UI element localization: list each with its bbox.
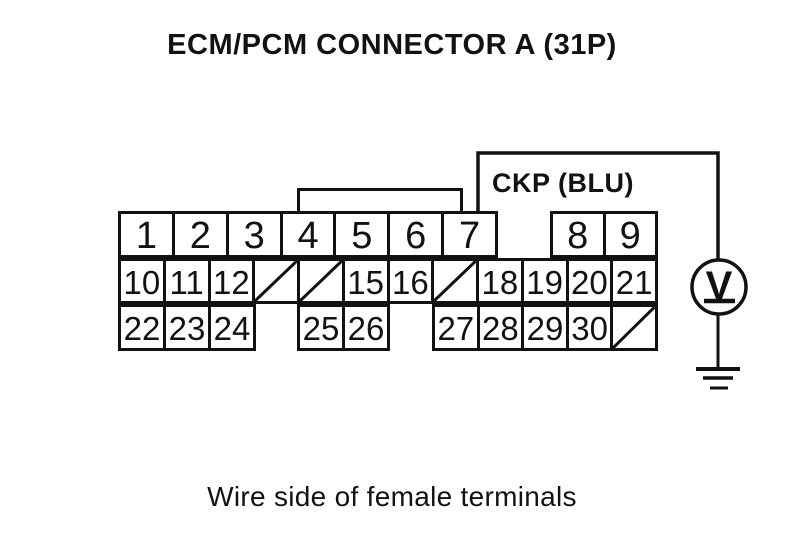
pin-cell-19: 19	[520, 261, 566, 301]
slash-icon	[613, 307, 655, 348]
blocked-cell	[610, 307, 655, 348]
blocked-cell	[431, 261, 476, 301]
pin-cell-28: 28	[476, 307, 522, 348]
pin-cell-11: 11	[162, 261, 208, 301]
ground-icon	[696, 367, 740, 390]
slash-icon	[255, 261, 297, 301]
pin-cell-6: 6	[387, 214, 441, 255]
voltmeter-icon	[690, 258, 748, 316]
pin-cell-3: 3	[225, 214, 280, 255]
pin-cell-27: 27	[437, 310, 475, 347]
voltmeter-symbol: V	[706, 264, 733, 308]
slash-icon	[300, 261, 342, 301]
pin-cell-18: 18	[476, 261, 521, 301]
pin-cell-4: 4	[279, 214, 334, 255]
pin-cell-16: 16	[386, 261, 432, 301]
pin-cell-5: 5	[333, 214, 387, 255]
pin-cell-22: 22	[123, 310, 161, 347]
pin-cell-23: 23	[163, 307, 208, 348]
pin-cell-25: 25	[302, 310, 340, 347]
pin-cell-2: 2	[171, 214, 226, 255]
pin-cell-20: 20	[565, 261, 611, 301]
pin-cell-7: 7	[441, 214, 495, 255]
pin-cell-15: 15	[341, 261, 387, 301]
wire-label-ckp: CKP (BLU)	[492, 168, 634, 198]
pin-cell-21: 21	[610, 261, 655, 301]
slash-icon	[434, 261, 476, 301]
pin-cell-8: 8	[567, 214, 589, 257]
blocked-cell	[297, 261, 342, 301]
diagram-caption: Wire side of female terminals	[207, 481, 577, 512]
connector-key-tab	[297, 188, 463, 214]
pin-cell-24: 24	[208, 307, 253, 348]
pin-cell-12: 12	[207, 261, 253, 301]
diagram-title: ECM/PCM CONNECTOR A (31P)	[167, 29, 617, 61]
blocked-cell	[252, 261, 297, 301]
pin-cell-9: 9	[602, 214, 656, 255]
pin-cell-29: 29	[521, 307, 566, 348]
pin-cell-10: 10	[123, 263, 161, 301]
pin-cell-30: 30	[565, 307, 611, 348]
pin-cell-26: 26	[342, 307, 387, 348]
pin-cell-1: 1	[135, 214, 157, 257]
